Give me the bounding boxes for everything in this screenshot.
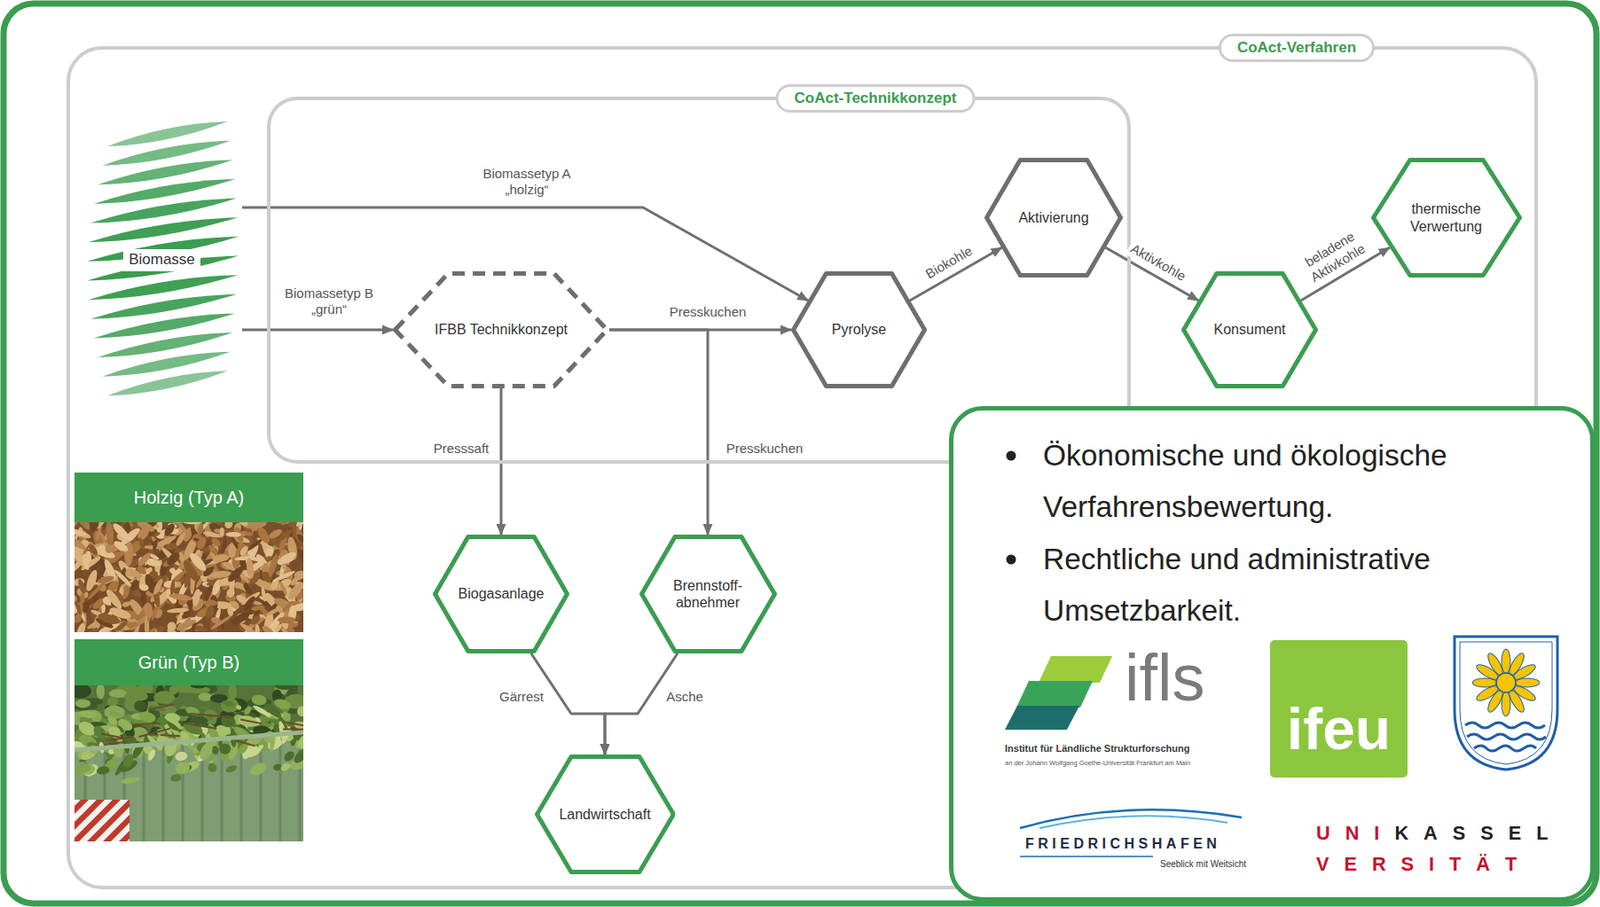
photo-header: Grün (Typ B) [74,639,304,686]
edge-label: Biokohle [920,241,979,285]
flow-arrow [609,329,708,535]
logo-wordmark: FRIEDRICHSHAFEN [1025,835,1221,853]
edge-label-holder: Biokohle [920,241,979,285]
edge-label-holder: Presskuchen [723,439,807,458]
text-holder: Ökonomische und ökologische Verfahrensbe… [1043,430,1586,534]
text-holder: UNIKASSEL VERSITÄT [1316,817,1593,880]
actor-hexagon: Konsument [1181,271,1318,389]
bullet-dot [1006,555,1017,565]
node-label: thermische Verwertung [1396,200,1497,235]
edge-label: Presskuchen [666,303,750,322]
node-label: Biomasse [123,249,201,271]
green-waste-photo [74,685,304,842]
edge-label-holder: Presssaft [431,439,493,458]
node-label: Pyrolyse [831,321,887,338]
region-title: CoAct-Technikkonzept [776,84,976,113]
edge-label: Presssaft [431,439,493,458]
text-holder: Institut für Ländliche Strukturforschung [1004,743,1190,755]
text-holder: ifls [1124,645,1205,712]
actor-hexagon: Landwirtschaft [534,754,676,875]
biomass-stack: Biomasse [81,112,243,408]
logo-subtitle: an der Johann Wolfgang Goethe-Universitä… [1004,759,1191,768]
edge-label: Gärrest [496,688,547,706]
edge-label-holder: beladene Aktivkohle [1291,220,1379,291]
header-text: Grün (Typ B) [138,651,240,674]
text-holder: FRIEDRICHSHAFEN [1025,835,1221,853]
node-label: Aktivierung [1018,209,1089,227]
actor-hexagon: thermische Verwertung [1371,157,1522,278]
logo-subtitle: Institut für Ländliche Strukturforschung [1004,743,1190,755]
logo-slogan: Seeblick mit Weitsicht [1160,859,1247,871]
region-title: CoAct-Verfahren [1218,33,1375,63]
logo-wordmark: UNIKASSEL VERSITÄT [1316,817,1593,880]
friedrichshafen-swoosh [1019,809,1242,857]
edge-label-holder: Biomassetyp A „holzig“ [470,164,583,199]
edge-label-holder: Asche [663,688,706,706]
actor-hexagon: Brennstoff- abnehmer [639,534,777,654]
text-holder: Rechtliche und administrative Umsetzbark… [1043,533,1586,637]
bullet-text: Ökonomische und ökologische Verfahrensbe… [1043,430,1586,534]
title-holder: CoAct-Technikkonzept [776,84,976,113]
edge-label: Aktivkohle [1125,238,1193,287]
title-holder: CoAct-Verfahren [1218,33,1375,63]
frame-border [3,3,1597,904]
edge-label: Biomassetyp A „holzig“ [470,164,583,199]
edge-label-holder: Presskuchen [666,303,750,322]
bullet-dot [1006,451,1017,462]
node-label: Landwirtschaft [558,806,651,824]
flow-arrow [609,329,792,332]
edge-label-holder: Gärrest [496,688,547,706]
flow-arrow [242,328,393,331]
coat-of-arms [1454,636,1558,770]
header-text: Holzig (Typ A) [133,486,244,509]
edge-label: beladene Aktivkohle [1291,220,1379,291]
wood-chips-photo [74,522,304,633]
edge-label: Biomassetyp B „grün“ [273,284,385,319]
process-hexagon: Aktivierung [984,157,1123,278]
node-label: Konsument [1214,321,1287,338]
edge-label: Asche [663,688,706,706]
node-label: Biogasanlage [458,585,545,603]
edge-label-holder: Biomassetyp B „grün“ [273,284,385,319]
hexagon-outline [639,534,777,654]
node-label: IFBB Technikkonzept [434,321,568,338]
text-holder: an der Johann Wolfgang Goethe-Universitä… [1004,759,1191,768]
bullet-text: Rechtliche und administrative Umsetzbark… [1043,533,1586,637]
text-holder: Seeblick mit Weitsicht [1160,859,1247,871]
node-label: Brennstoff- abnehmer [663,577,753,612]
photo-header: Holzig (Typ A) [74,472,304,523]
text-holder: ifeu [1270,640,1408,778]
info-panel: Ökonomische und ökologische Verfahrensbe… [949,406,1595,902]
concept-hexagon: IFBB Technikkonzept [392,271,610,389]
actor-hexagon: Biogasanlage [432,534,570,654]
edge-label: Presskuchen [723,439,807,458]
hexagon-outline [1371,157,1522,278]
logo-wordmark: ifls [1124,645,1205,712]
edge-label-holder: Aktivkohle [1125,238,1193,287]
logo-wordmark: ifeu [1270,640,1408,778]
ifls-icon [1004,656,1113,730]
process-hexagon: Pyrolyse [791,271,927,389]
